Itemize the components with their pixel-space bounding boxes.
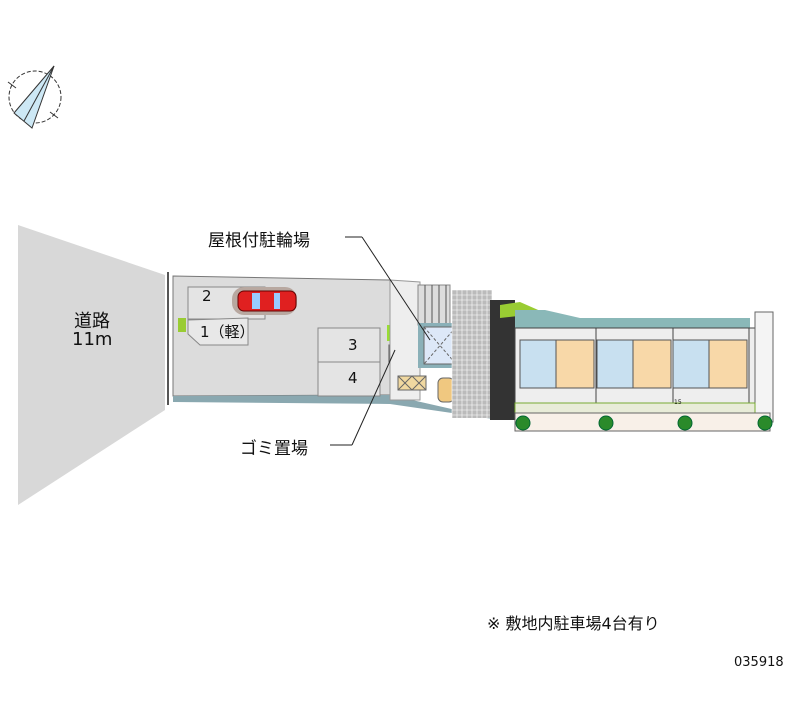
apartment-unit [596,328,674,403]
parking-space-1: 1（軽） [200,323,255,341]
road-area [18,225,165,505]
parking-note: ※ 敷地内駐車場4台有り [487,614,660,633]
apartment-unit [519,328,597,403]
road-width: 11m [72,329,113,350]
compass-icon [7,65,62,129]
apartment-unit [672,328,750,403]
road-name: 道路 [74,311,110,332]
tree-icon [677,415,693,431]
tree-icon [757,415,773,431]
bicycle-parking-label: 屋根付駐輪場 [208,231,310,251]
tree-icon [515,415,531,431]
property-code: 035918 [734,655,784,670]
dimension-label: 15 [674,399,682,406]
parking-space-3: 3 [348,336,358,354]
parking-space-2: 2 [202,287,212,305]
garbage-area-label: ゴミ置場 [240,439,308,459]
car-icon [232,287,297,315]
parking-space-4: 4 [348,369,358,387]
tree-icon [598,415,614,431]
